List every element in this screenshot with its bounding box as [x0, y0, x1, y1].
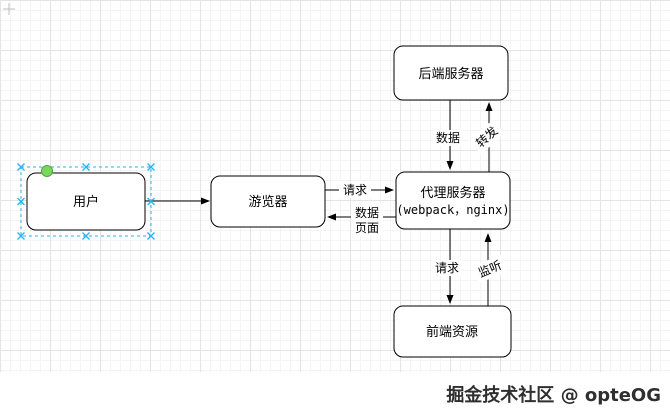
edge-label-bg — [432, 260, 462, 276]
edge-label-bg — [469, 119, 505, 155]
arrowhead — [446, 161, 454, 170]
node-frontend-label: 前端资源 — [426, 324, 478, 340]
arrowhead — [201, 197, 210, 205]
edge-label-bg — [339, 181, 371, 198]
node-user[interactable]: 用户 — [26, 172, 146, 231]
edge-browser-to-proxy[interactable]: 请求 — [325, 181, 394, 198]
selection-handle-ne[interactable] — [147, 163, 155, 171]
node-backend[interactable]: 后端服务器 — [393, 45, 509, 101]
edge-label-data-vertical: 数据 — [436, 130, 460, 145]
node-box — [395, 171, 511, 230]
edge-label-bg — [433, 130, 463, 146]
node-browser-label: 游览器 — [248, 194, 287, 210]
node-box — [393, 305, 512, 358]
edge-proxy-to-browser[interactable]: 数据 页面 — [327, 204, 396, 236]
edge-proxy-to-backend[interactable]: 转发 — [469, 102, 505, 172]
edge-backend-to-proxy[interactable]: 数据 — [433, 100, 463, 170]
selection-handle-w[interactable] — [17, 197, 25, 206]
connection-point-indicator[interactable] — [41, 165, 53, 177]
node-frontend[interactable]: 前端资源 — [393, 305, 512, 358]
node-backend-label: 后端服务器 — [418, 66, 483, 82]
edge-user-to-browser[interactable] — [145, 197, 210, 205]
arrowhead — [485, 102, 493, 111]
arrowhead — [327, 213, 336, 221]
arrowhead — [484, 233, 492, 242]
node-proxy-sublabel: (webpack，nginx) — [396, 203, 509, 217]
selection-handle-se[interactable] — [147, 232, 155, 240]
selection-handle-s[interactable] — [82, 232, 90, 240]
node-box — [393, 45, 509, 101]
selection-handle-sw[interactable] — [17, 232, 25, 240]
arrowhead — [385, 186, 394, 194]
arrowhead — [446, 295, 454, 304]
edge-label-page: 页面 — [355, 221, 379, 235]
watermark-text: 掘金技术社区 @ opteOG — [446, 385, 661, 406]
edge-label-bg — [471, 254, 509, 284]
node-browser[interactable]: 游览器 — [210, 175, 326, 228]
selection-overlay — [17, 163, 155, 240]
edge-label-request-bottom: 请求 — [435, 261, 459, 275]
node-proxy-label: 代理服务器 — [420, 185, 485, 201]
page-origin-marker — [3, 3, 15, 15]
selection-handle-n[interactable] — [82, 163, 90, 171]
selection-handle-e[interactable] — [147, 197, 155, 206]
node-box — [210, 175, 326, 228]
node-proxy[interactable]: 代理服务器 (webpack，nginx) — [395, 171, 511, 230]
edge-frontend-to-proxy[interactable]: 监听 — [471, 233, 509, 306]
node-box — [26, 172, 146, 231]
canvas-bottom-margin — [0, 372, 670, 411]
edge-label-request-top: 请求 — [343, 183, 367, 197]
node-user-label: 用户 — [73, 194, 99, 210]
selection-handle-nw[interactable] — [17, 163, 25, 171]
edge-proxy-to-frontend[interactable]: 请求 — [432, 229, 462, 304]
edge-label-bg — [351, 204, 383, 236]
edge-label-data: 数据 — [355, 205, 379, 220]
